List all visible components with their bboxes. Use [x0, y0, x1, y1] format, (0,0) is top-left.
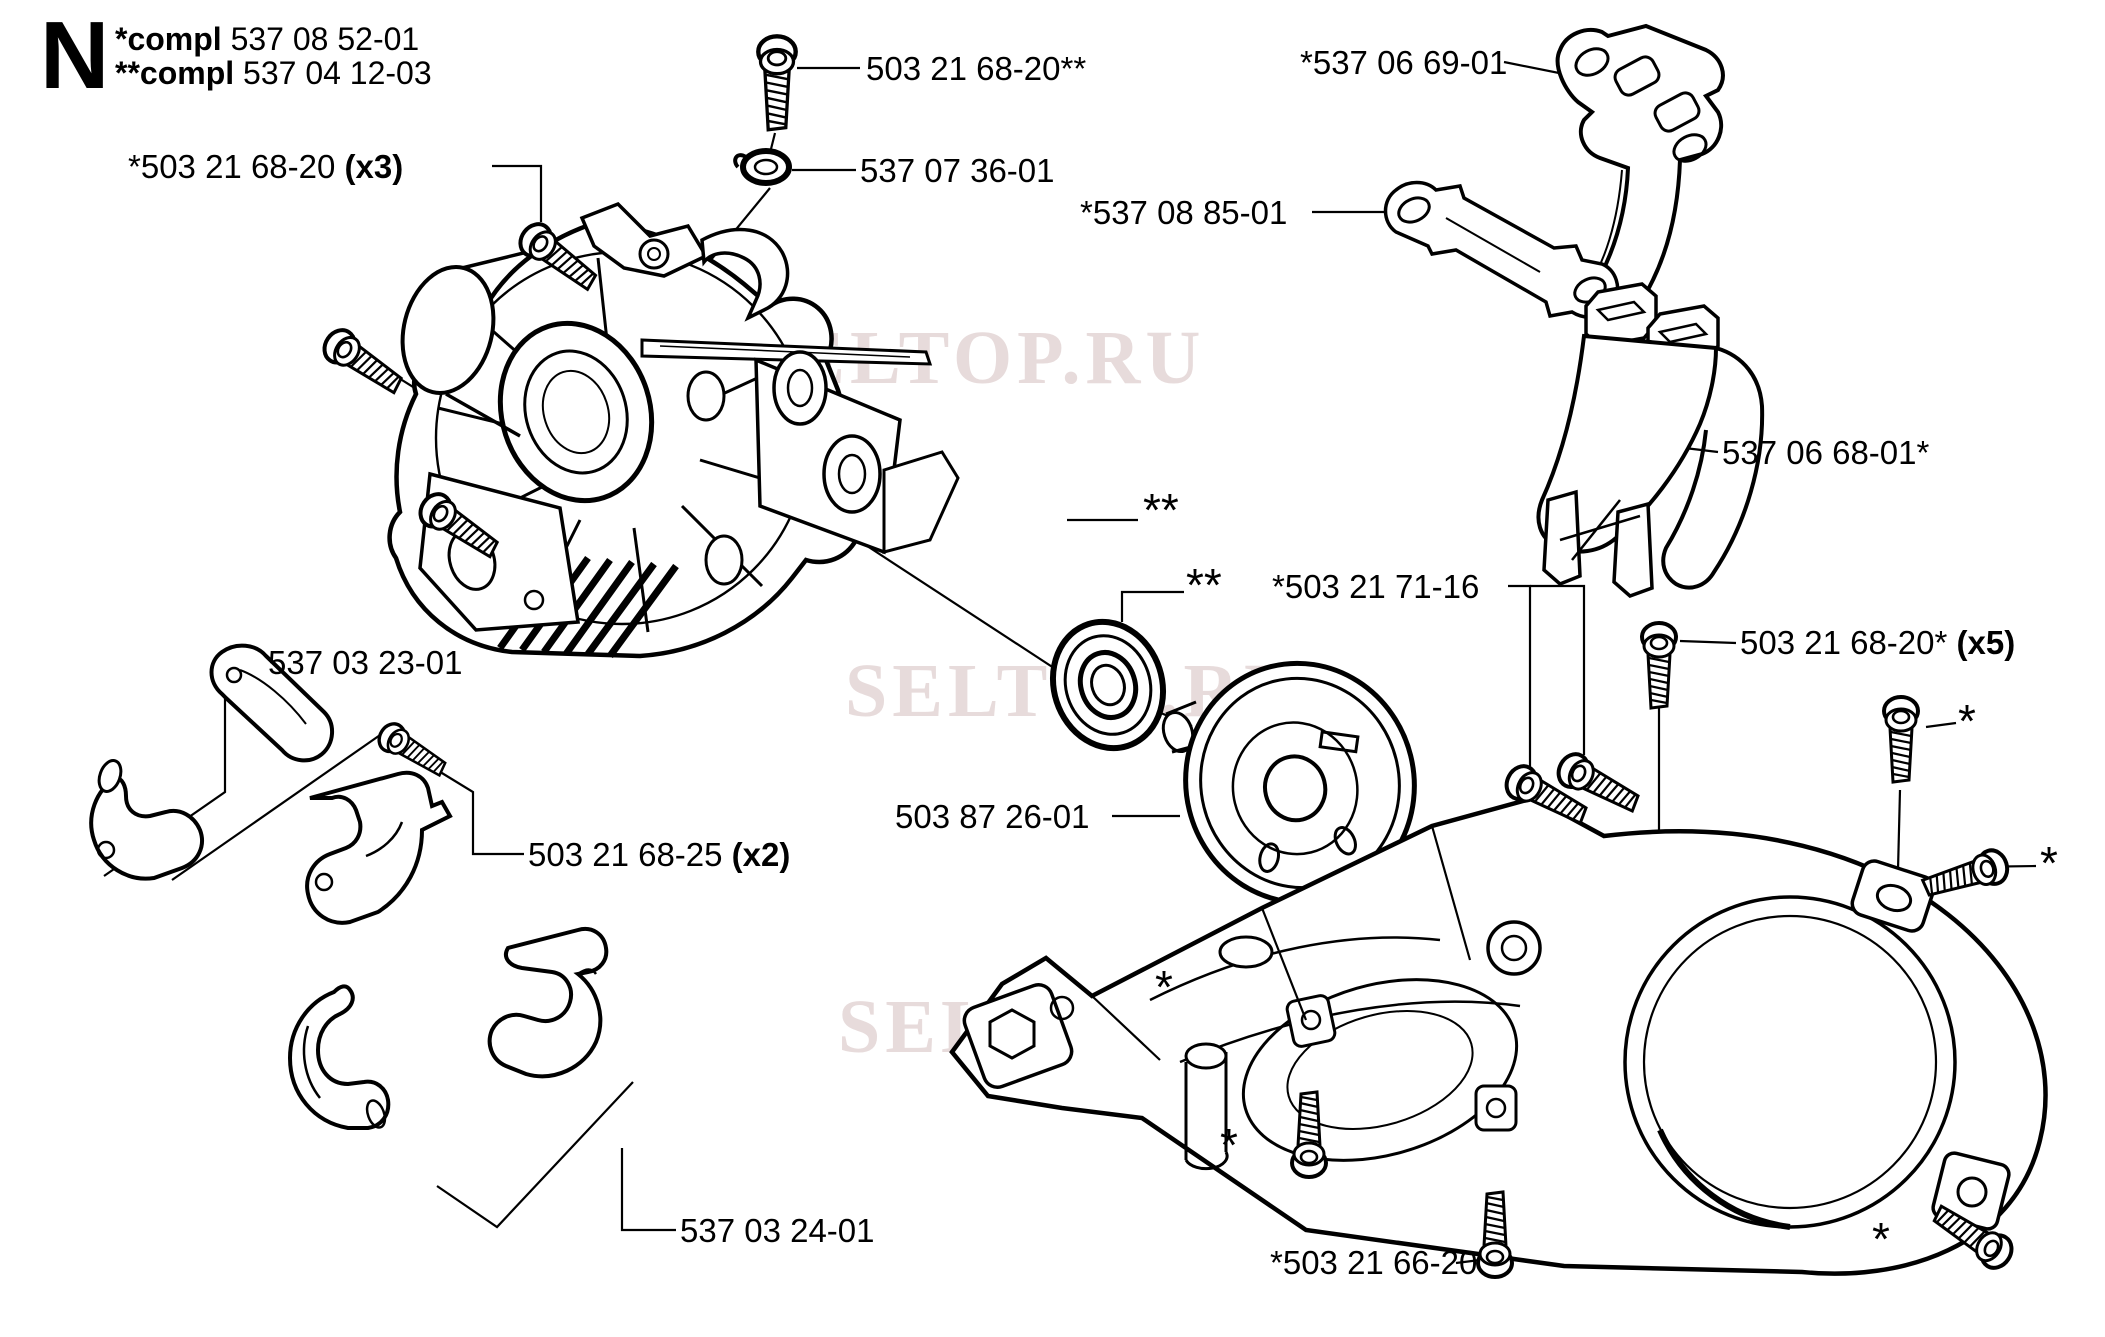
fasteners [316, 36, 2020, 1279]
bearing-drawing [1049, 618, 1167, 752]
clamp-pieces-drawing [89, 643, 609, 1130]
cylinder-cover-drawing [1536, 282, 1765, 598]
screw-icon [758, 36, 795, 130]
circlip-icon [733, 148, 792, 186]
screw-icon [1640, 621, 1678, 710]
gasket-drawing [1555, 23, 1725, 315]
lower-crankcase-drawing [949, 795, 2048, 1276]
plate-gasket-drawing [1383, 180, 1620, 319]
screw-icon [316, 322, 410, 403]
upper-crankcase-drawing [387, 201, 960, 659]
screw-icon [1882, 695, 1920, 784]
clutch-drum-drawing [1161, 660, 1417, 906]
